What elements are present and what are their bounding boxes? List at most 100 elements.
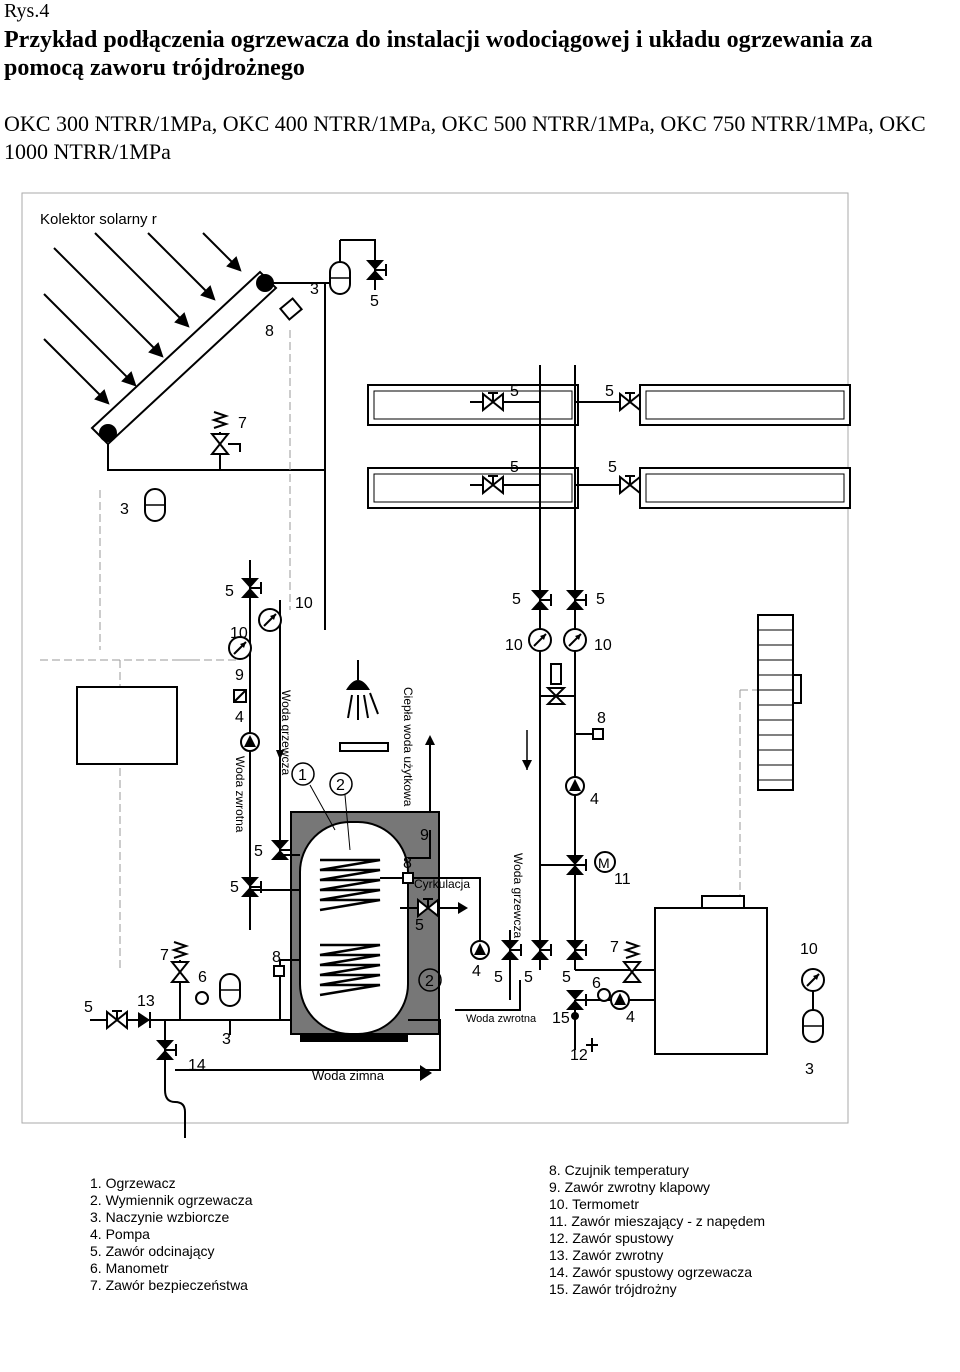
label-5: 5 bbox=[370, 293, 379, 310]
label-10d: 10 bbox=[594, 637, 612, 654]
label-1: 1 bbox=[298, 767, 307, 784]
legend-item: 5. Zawór odcinający bbox=[90, 1243, 215, 1259]
label-5i: 5 bbox=[254, 843, 263, 860]
expansion-vessel-icon bbox=[219, 973, 241, 1007]
temperature-sensor-icon bbox=[402, 872, 414, 884]
pump-icon bbox=[240, 732, 260, 752]
label-8d: 8 bbox=[272, 949, 281, 966]
label-6b: 6 bbox=[592, 975, 601, 992]
radiator-upper-right bbox=[639, 384, 851, 426]
wall bbox=[757, 614, 802, 791]
thermometer-icon bbox=[528, 628, 552, 652]
label-9b: 9 bbox=[420, 827, 429, 844]
legend-item: 14. Zawór spustowy ogrzewacza bbox=[549, 1264, 753, 1280]
woda-zwrotna-label: Woda zwrotna bbox=[233, 756, 247, 833]
thermometer-icon bbox=[258, 608, 282, 632]
label-8: 8 bbox=[265, 323, 274, 340]
label-13: 13 bbox=[137, 993, 155, 1010]
label-8b: 8 bbox=[597, 710, 606, 727]
label-5g: 5 bbox=[512, 591, 521, 608]
thermometer-icon bbox=[801, 968, 825, 992]
legend-item: 13. Zawór zwrotny bbox=[549, 1247, 664, 1263]
expansion-vessel-icon bbox=[802, 1009, 824, 1043]
label-7: 7 bbox=[238, 415, 247, 432]
legend-left: 1. Ogrzewacz 2. Wymiennik ogrzewacza 3. … bbox=[90, 1175, 253, 1294]
bypass-safety-valve-icon bbox=[540, 663, 575, 705]
label-5h: 5 bbox=[596, 591, 605, 608]
radiator-lower-left bbox=[367, 467, 579, 509]
solar-collector-label: Kolektor solarny r bbox=[40, 211, 157, 228]
label-5f: 5 bbox=[225, 583, 234, 600]
figure-label: Rys.4 bbox=[4, 0, 50, 22]
label-8c: 8 bbox=[403, 855, 412, 872]
shutoff-valve-icon bbox=[530, 589, 552, 611]
boiler bbox=[654, 895, 768, 1055]
label-3c: 3 bbox=[222, 1031, 231, 1048]
legend-item: 15. Zawór trójdrożny bbox=[549, 1281, 677, 1297]
shower-icon bbox=[339, 660, 389, 752]
label-5c: 5 bbox=[605, 383, 614, 400]
ciepla-woda-label: Ciepła woda użytkowa bbox=[401, 687, 415, 807]
sun-rays-icon bbox=[43, 232, 242, 405]
legend-item: 4. Pompa bbox=[90, 1226, 150, 1242]
legend-item: 1. Ogrzewacz bbox=[90, 1175, 176, 1191]
label-2b: 2 bbox=[425, 973, 434, 990]
label-5m: 5 bbox=[494, 969, 503, 986]
label-5l: 5 bbox=[84, 999, 93, 1016]
drain-valve-icon bbox=[155, 1039, 177, 1061]
woda-zwrotna-bottom-label: Woda zwrotna bbox=[466, 1013, 537, 1025]
label-11: 11 bbox=[614, 871, 631, 888]
legend-item: 7. Zawór bezpieczeństwa bbox=[90, 1277, 248, 1293]
legend-item: 11. Zawór mieszający - z napędem bbox=[549, 1213, 766, 1229]
temperature-sensor-icon bbox=[278, 297, 304, 321]
safety-valve-icon bbox=[209, 411, 241, 455]
label-10a: 10 bbox=[295, 595, 313, 612]
label-2a: 2 bbox=[336, 777, 345, 794]
expansion-vessel-icon bbox=[329, 261, 351, 295]
label-7b: 7 bbox=[160, 947, 169, 964]
label-7c: 7 bbox=[610, 939, 619, 956]
label-5n: 5 bbox=[524, 969, 533, 986]
cyrkulacja-label: Cyrkulacja bbox=[414, 877, 470, 891]
legend-item: 8. Czujnik temperatury bbox=[549, 1162, 690, 1178]
woda-grzewcza-label: Woda grzewcza bbox=[279, 690, 293, 775]
manometer-icon bbox=[597, 988, 611, 1002]
legend-item: 6. Manometr bbox=[90, 1260, 169, 1276]
legend-right: 8. Czujnik temperatury 9. Zawór zwrotny … bbox=[549, 1162, 765, 1298]
legend-item: 3. Naczynie wzbiorcze bbox=[90, 1209, 230, 1225]
label-3d: 3 bbox=[805, 1061, 814, 1078]
check-valve-icon bbox=[138, 1012, 151, 1028]
legend-item: 2. Wymiennik ogrzewacza bbox=[90, 1192, 253, 1208]
installation-diagram: Kolektor solarny r 8 3 5 7 bbox=[21, 192, 851, 1138]
shutoff-valve-icon bbox=[530, 939, 552, 961]
label-5o: 5 bbox=[562, 969, 571, 986]
thermometer-icon bbox=[563, 628, 587, 652]
label-3b: 3 bbox=[120, 501, 129, 518]
model-list: OKC 300 NTRR/1MPa, OKC 400 NTRR/1MPa, OK… bbox=[4, 111, 926, 164]
shutoff-valve-icon bbox=[106, 1010, 128, 1029]
manometer-icon bbox=[195, 991, 209, 1005]
motor-icon bbox=[594, 851, 616, 873]
shutoff-valve-icon bbox=[565, 939, 587, 961]
label-6a: 6 bbox=[198, 969, 207, 986]
label-4c: 4 bbox=[472, 963, 481, 980]
label-15: 15 bbox=[552, 1010, 570, 1027]
label-4a: 4 bbox=[235, 709, 244, 726]
shutoff-valve-icon bbox=[240, 577, 262, 599]
label-M: M bbox=[598, 855, 610, 871]
page-title: Przykład podłączenia ogrzewacza do insta… bbox=[4, 27, 873, 81]
temperature-sensor-icon bbox=[592, 728, 604, 740]
label-12: 12 bbox=[570, 1047, 588, 1064]
pump-icon bbox=[470, 940, 490, 960]
temperature-sensor-icon bbox=[273, 965, 285, 977]
expansion-vessel-icon bbox=[144, 488, 166, 522]
label-4b: 4 bbox=[590, 791, 599, 808]
label-5d: 5 bbox=[510, 459, 519, 476]
label-10b: 10 bbox=[230, 625, 248, 642]
legend-item: 12. Zawór spustowy bbox=[549, 1230, 674, 1246]
label-10c: 10 bbox=[505, 637, 523, 654]
drain-siphon-icon bbox=[164, 1089, 186, 1138]
label-5j: 5 bbox=[230, 879, 239, 896]
shutoff-valve-icon bbox=[270, 839, 292, 861]
label-10e: 10 bbox=[800, 941, 818, 958]
